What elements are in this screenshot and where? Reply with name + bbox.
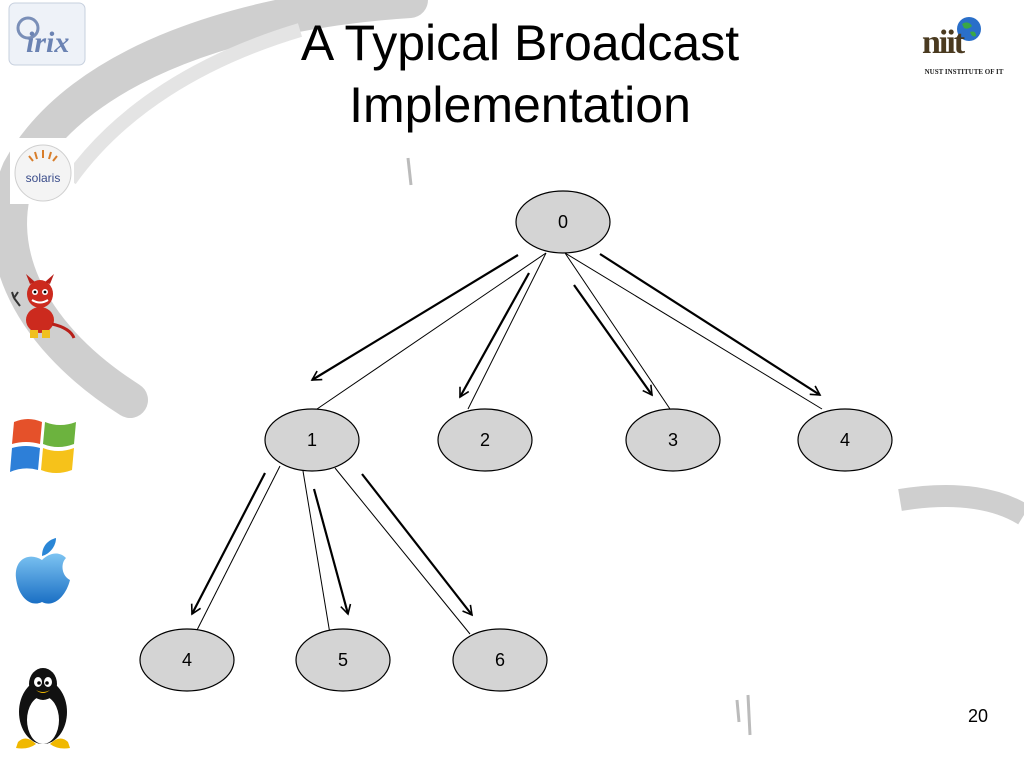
edge-1-4 [194, 465, 281, 635]
nit-logo: niit NUST INSTITUTE OF IT [912, 14, 1016, 76]
irix-logo-icon: irix [8, 2, 86, 66]
node-3: 3 [625, 408, 721, 472]
slide-title: A Typical Broadcast Implementation [200, 12, 840, 136]
node-6-label: 6 [495, 650, 505, 670]
svg-text:solaris: solaris [26, 171, 61, 185]
title-line-2: Implementation [349, 77, 691, 133]
node-4-top-label: 4 [840, 430, 850, 450]
edge-0-1 [316, 252, 547, 410]
arrow-0-4 [599, 253, 822, 396]
windows-logo-icon [8, 416, 78, 478]
node-0-label: 0 [558, 212, 568, 232]
node-6: 6 [452, 628, 548, 692]
node-5: 5 [295, 628, 391, 692]
svg-text:irix: irix [26, 26, 69, 59]
edge-0-4 [564, 252, 823, 410]
node-4-top: 4 [797, 408, 893, 472]
globe-icon [957, 17, 981, 41]
node-4-bottom-label: 4 [182, 650, 192, 670]
arrow-1-6 [361, 473, 474, 617]
page-number: 20 [967, 706, 988, 726]
title-line-1: A Typical Broadcast [300, 15, 740, 71]
message-arrows [190, 253, 822, 617]
node-3-label: 3 [668, 430, 678, 450]
nit-wordmark: niit [922, 24, 965, 61]
arrow-0-1 [310, 254, 519, 381]
node-5-label: 5 [338, 650, 348, 670]
nit-caption: NUST INSTITUTE OF IT [924, 68, 1004, 76]
node-1-label: 1 [307, 430, 317, 450]
node-2-label: 2 [480, 430, 490, 450]
arrow-1-4 [190, 472, 266, 616]
arrow-0-3 [573, 284, 653, 397]
edge-1-5 [302, 470, 331, 635]
node-1: 1 [264, 408, 360, 472]
edge-0-2 [467, 252, 547, 410]
apple-logo-icon [12, 536, 72, 608]
node-0: 0 [515, 190, 611, 254]
linux-tux-icon [8, 664, 78, 750]
arrow-1-5 [312, 488, 352, 616]
bsd-daemon-icon [10, 272, 78, 342]
solaris-logo-icon: solaris [10, 138, 74, 204]
arrow-0-2 [459, 272, 530, 399]
node-2: 2 [437, 408, 533, 472]
tree-edges [194, 252, 823, 635]
edge-1-6 [334, 467, 471, 635]
node-4-bottom: 4 [139, 628, 235, 692]
edge-0-3 [564, 252, 671, 410]
